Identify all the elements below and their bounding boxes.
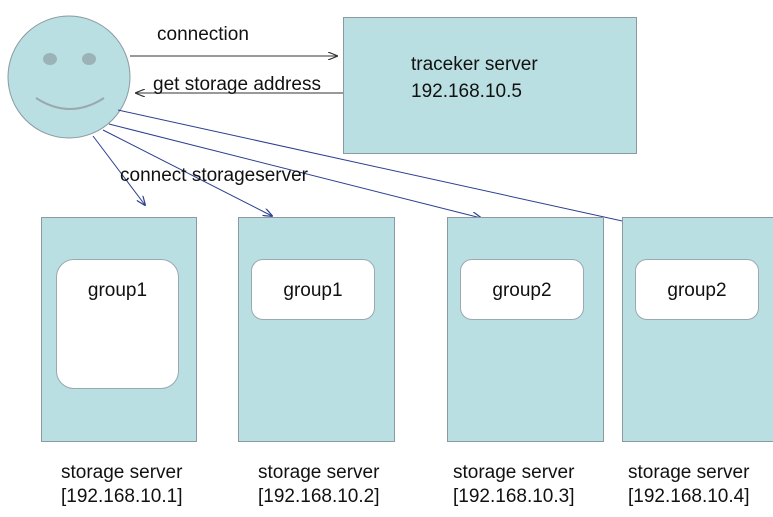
storage-server-caption-4: storage server [192.168.10.4] <box>628 461 750 509</box>
storage-server-ip: [192.168.10.1] <box>61 485 183 507</box>
group-box-2: group1 <box>251 259 375 320</box>
smiley-face-icon <box>7 15 131 139</box>
group-box-4: group2 <box>635 259 759 320</box>
storage-server-title: storage server <box>453 462 575 483</box>
group-box-3: group2 <box>460 259 584 320</box>
storage-arrow-1 <box>92 135 145 205</box>
storage-server-node-4 <box>622 217 773 442</box>
get-storage-address-label: get storage address <box>153 74 321 95</box>
storage-server-caption-1: storage server [192.168.10.1] <box>61 461 183 509</box>
tracker-server-title: traceker server <box>411 54 538 75</box>
storage-server-node-2 <box>238 217 395 442</box>
storage-server-ip: [192.168.10.4] <box>628 485 750 507</box>
storage-server-node-3 <box>447 217 604 442</box>
storage-server-caption-2: storage server [192.168.10.2] <box>258 461 380 509</box>
storage-server-ip: [192.168.10.2] <box>258 485 380 507</box>
connect-storageserver-label: connect storageserver <box>120 165 308 186</box>
tracker-server-ip: 192.168.10.5 <box>411 81 522 102</box>
storage-server-title: storage server <box>258 462 380 483</box>
storage-arrow-2 <box>102 129 272 216</box>
storage-server-caption-3: storage server [192.168.10.3] <box>453 461 575 509</box>
group-box-1: group1 <box>56 259 179 389</box>
storage-server-title: storage server <box>628 462 750 483</box>
connection-label: connection <box>157 24 249 45</box>
storage-server-title: storage server <box>61 462 183 483</box>
storage-server-ip: [192.168.10.3] <box>453 485 575 507</box>
storage-arrow-3 <box>108 123 481 218</box>
tracker-server-node: traceker server 192.168.10.5 <box>343 17 637 154</box>
storage-arrow-4 <box>117 109 636 224</box>
